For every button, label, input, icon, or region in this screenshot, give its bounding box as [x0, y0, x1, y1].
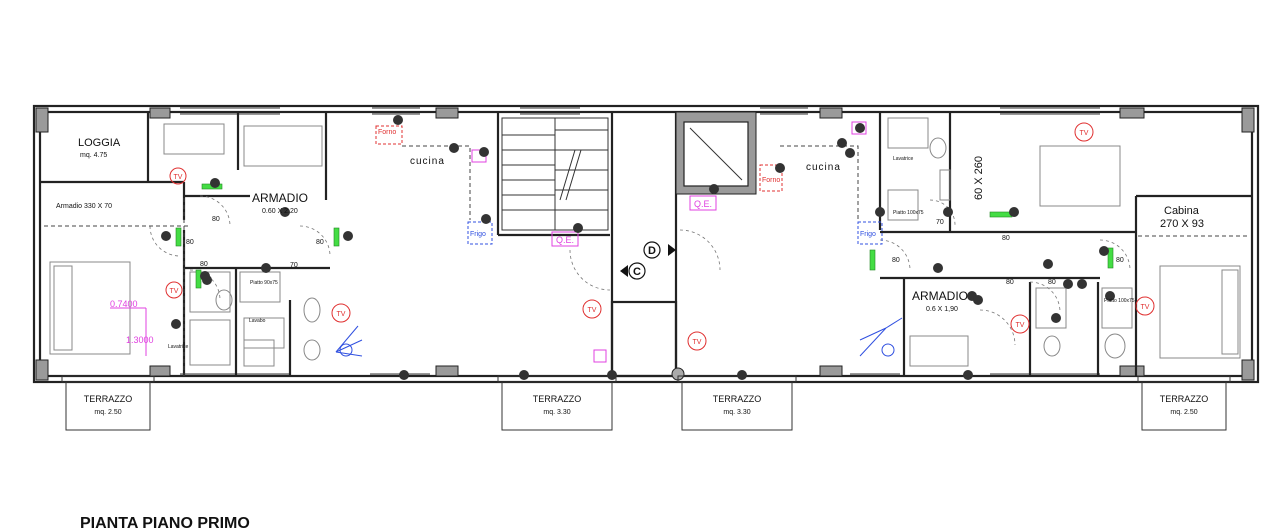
- dimension-numbers: 80 80 80 70 80 70 80 80 80 80 80: [186, 216, 1124, 286]
- terrace-2-name: TERRAZZO: [533, 394, 582, 404]
- svg-text:Lavatrice: Lavatrice: [168, 344, 189, 350]
- socket-markers: [161, 115, 1115, 381]
- armadio-left-size: 0.60 X 2.20: [262, 208, 298, 215]
- dimension-lines: 0.7400 1.3000: [110, 299, 154, 356]
- loggia-area: mq. 4.75: [80, 152, 107, 159]
- loggia-name: LOGGIA: [78, 137, 121, 149]
- tv-icon: TV: [1010, 314, 1030, 334]
- terrace-3-name: TERRAZZO: [713, 394, 762, 404]
- core-d-label: D: [648, 245, 656, 257]
- svg-text:TV: TV: [1080, 130, 1089, 137]
- svg-text:TV: TV: [170, 288, 179, 295]
- svg-text:TV: TV: [1016, 322, 1025, 329]
- svg-text:80: 80: [1116, 257, 1124, 264]
- svg-text:TV: TV: [337, 311, 346, 318]
- tv-icon: TV: [1074, 122, 1094, 142]
- forno-left-label: Forno: [378, 129, 396, 136]
- svg-text:80: 80: [212, 216, 220, 223]
- tv-icon: TV: [165, 281, 183, 299]
- armadio-left-name: ARMADIO: [252, 191, 308, 205]
- lift-shaft: [675, 111, 757, 195]
- door-swings: [149, 195, 1131, 346]
- internal-walls: [40, 112, 1252, 378]
- ceiling-lines: [44, 198, 1248, 376]
- terrace-3-area: mq. 3.30: [723, 409, 750, 416]
- svg-text:70: 70: [290, 262, 298, 269]
- cabina-name: Cabina: [1164, 205, 1200, 217]
- kitchen-symbols: Forno Forno Frigo Frigo Q.E. Q.E.: [335, 121, 903, 363]
- svg-text:Piatto 90x75: Piatto 90x75: [250, 280, 278, 286]
- staircase: [501, 117, 609, 231]
- qe-right-label: Q.E.: [694, 199, 712, 209]
- cabina-size: 270 X 93: [1160, 218, 1204, 230]
- terrace-2-area: mq. 3.30: [543, 409, 570, 416]
- svg-text:80: 80: [200, 261, 208, 268]
- tv-icon: TV: [582, 299, 602, 319]
- kitchen-left-label: cucina: [410, 156, 445, 167]
- terrace-1-name: TERRAZZO: [84, 394, 133, 404]
- tv-icon: TV: [1135, 296, 1155, 316]
- beds: [49, 123, 1241, 367]
- forno-right-label: Forno: [762, 177, 780, 184]
- core-markers: D C: [620, 241, 676, 280]
- dim-1300: 1.3000: [126, 335, 154, 345]
- svg-text:TV: TV: [1141, 304, 1150, 311]
- fixture-labels: Piatto 90x75 Lavabo Lavatrice Lavatrice …: [168, 156, 1135, 350]
- svg-text:TV: TV: [693, 339, 702, 346]
- bath-fixtures: [189, 117, 1133, 367]
- svg-text:Piatto 100x75: Piatto 100x75: [893, 210, 924, 216]
- terraces: TERRAZZO mq. 2.50 TERRAZZO mq. 3.30 TERR…: [61, 375, 1231, 431]
- armadio-left-side: Armadio 330 X 70: [56, 203, 112, 210]
- tv-icon: TV: [331, 303, 351, 323]
- terrace-4-area: mq. 2.50: [1170, 409, 1197, 416]
- svg-text:TV: TV: [588, 307, 597, 314]
- terrace-4-name: TERRAZZO: [1160, 394, 1209, 404]
- drawing-title: PIANTA PIANO PRIMO: [80, 515, 250, 532]
- wardrobe-vertical: 60 X 260: [973, 156, 985, 200]
- armadio-right-size: 0.6 X 1,90: [926, 306, 958, 313]
- core-c-label: C: [633, 266, 641, 278]
- room-labels: LOGGIA mq. 4.75 ARMADIO 0.60 X 2.20 Arma…: [56, 137, 1204, 313]
- armadio-right-name: ARMADIO: [912, 289, 968, 303]
- qe-left-label: Q.E.: [556, 235, 574, 245]
- svg-text:80: 80: [1048, 279, 1056, 286]
- svg-text:80: 80: [186, 239, 194, 246]
- svg-text:80: 80: [1006, 279, 1014, 286]
- svg-text:Lavatrice: Lavatrice: [893, 156, 914, 162]
- svg-text:Piatto 100x75: Piatto 100x75: [1104, 298, 1135, 304]
- svg-text:80: 80: [892, 257, 900, 264]
- frigo-left-label: Frigo: [470, 231, 486, 238]
- tv-markers: TV TV TV TV TV TV TV TV: [165, 122, 1155, 351]
- frigo-right-label: Frigo: [860, 231, 876, 238]
- svg-text:70: 70: [936, 219, 944, 226]
- svg-text:80: 80: [316, 239, 324, 246]
- svg-text:Lavabo: Lavabo: [249, 318, 266, 324]
- dim-0740: 0.7400: [110, 299, 138, 309]
- svg-text:80: 80: [1002, 235, 1010, 242]
- terrace-1-area: mq. 2.50: [94, 409, 121, 416]
- kitchen-right-label: cucina: [806, 162, 841, 173]
- svg-text:TV: TV: [174, 174, 183, 181]
- tv-icon: TV: [687, 331, 707, 351]
- tv-icon: TV: [169, 167, 187, 185]
